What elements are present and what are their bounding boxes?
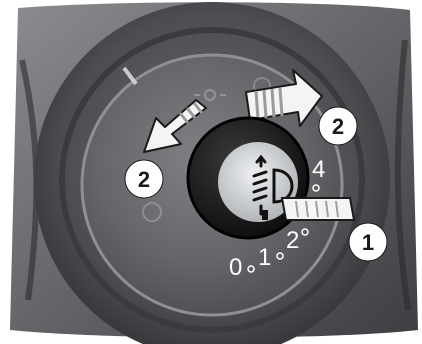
- knob-indicator-mark: [262, 210, 268, 220]
- callout-thumbwheel: 1: [349, 223, 387, 261]
- scale-position-4: 4: [312, 156, 325, 183]
- svg-text:2: 2: [138, 167, 150, 192]
- callout-left-arrow: 2: [125, 160, 163, 198]
- callout-upper-arrow: 2: [319, 107, 357, 145]
- scale-position-1: 1: [258, 244, 271, 271]
- scale-position-0: 0: [229, 254, 242, 281]
- svg-text:1: 1: [362, 230, 374, 255]
- headlamp-leveling-thumbwheel[interactable]: [282, 198, 354, 220]
- scale-position-2: 2: [286, 227, 299, 254]
- svg-text:2: 2: [332, 114, 344, 139]
